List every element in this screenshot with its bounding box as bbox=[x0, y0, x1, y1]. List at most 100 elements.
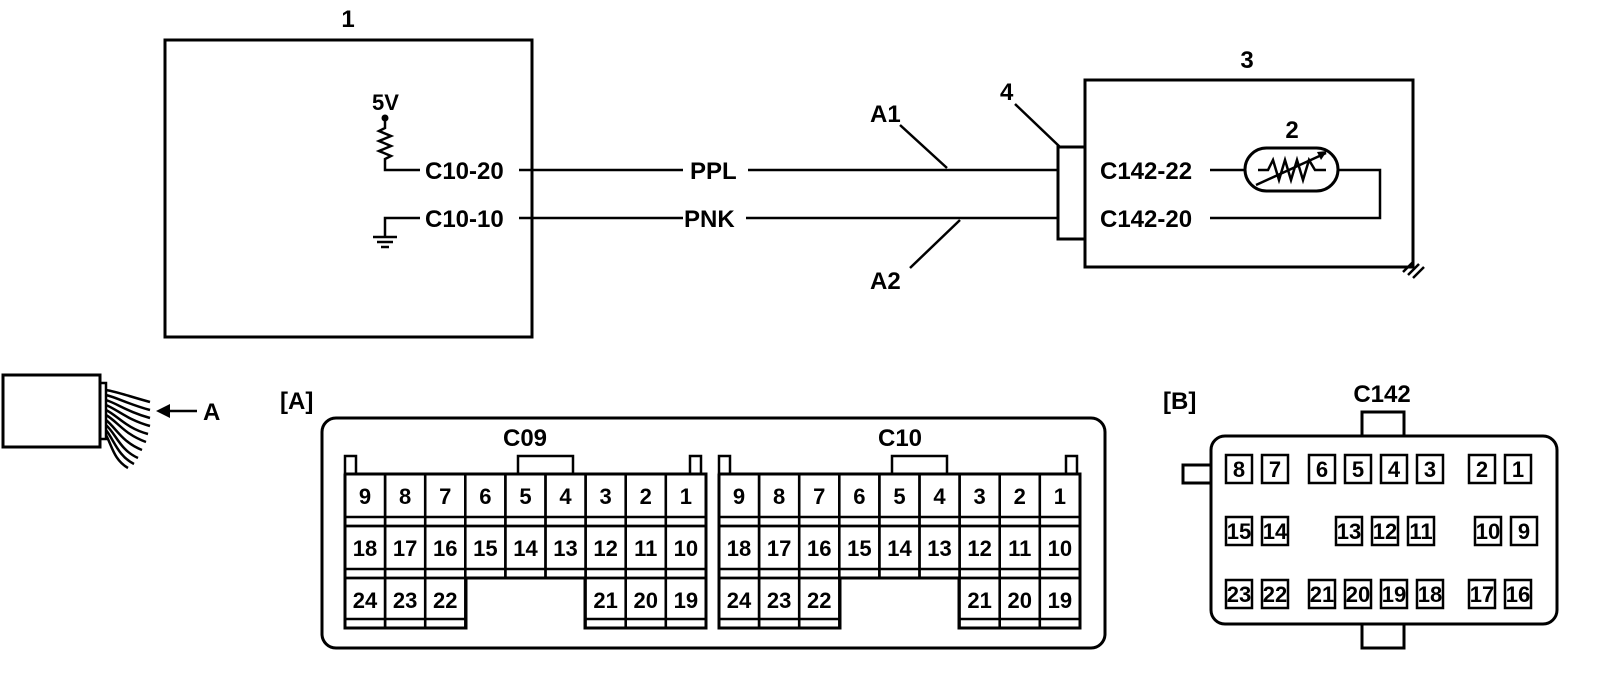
c10-pin-label: 16 bbox=[807, 536, 831, 561]
wire-bottom-label: A2 bbox=[870, 268, 901, 295]
c09-pin-label: 3 bbox=[600, 484, 612, 509]
c09-pin-label: 18 bbox=[353, 536, 377, 561]
schematic: 1 5V C10-20 C10-10 PPL PNK A1 A2 4 3 bbox=[163, 6, 1425, 339]
c142-cavity bbox=[1343, 578, 1373, 610]
c10-cavity bbox=[1038, 576, 1082, 630]
c09-pin-label: 17 bbox=[393, 536, 417, 561]
inline-connector bbox=[1056, 145, 1087, 241]
connector-c10-name: C10 bbox=[878, 425, 922, 452]
c10-pin-label: 21 bbox=[967, 588, 991, 613]
c142-pin-label: 2 bbox=[1476, 457, 1488, 482]
connector-a-label: [A] bbox=[280, 388, 313, 415]
c142-cavity bbox=[1343, 453, 1373, 485]
c142-pin-label: 7 bbox=[1269, 457, 1281, 482]
sensor-box bbox=[1083, 78, 1415, 269]
c10-pin-label: 7 bbox=[813, 484, 825, 509]
c142-cavity bbox=[1406, 515, 1436, 547]
c142-pin-label: 20 bbox=[1346, 582, 1370, 607]
c142-cavity bbox=[1224, 578, 1254, 610]
connector-c142-name: C142 bbox=[1353, 381, 1410, 408]
c09-pin-label: 9 bbox=[359, 484, 371, 509]
c09-pin-label: 22 bbox=[433, 588, 457, 613]
c142-cavity bbox=[1260, 453, 1290, 485]
c142-cavity bbox=[1379, 453, 1409, 485]
c10-pin-label: 3 bbox=[974, 484, 986, 509]
c10-pin-label: 11 bbox=[1008, 536, 1031, 561]
c142-cavity bbox=[1503, 453, 1533, 485]
c10-pin-label: 4 bbox=[933, 484, 946, 509]
c142-cavity bbox=[1307, 578, 1337, 610]
c142-pin-label: 10 bbox=[1476, 519, 1500, 544]
c142-cavity bbox=[1370, 515, 1400, 547]
c142-cavity bbox=[1473, 515, 1503, 547]
harness-connector-body bbox=[1, 373, 102, 449]
c10-pin-label: 20 bbox=[1008, 588, 1032, 613]
c10-pin-label: 1 bbox=[1054, 484, 1066, 509]
c142-pin-label: 5 bbox=[1352, 457, 1364, 482]
wire-top-label: A1 bbox=[870, 101, 901, 128]
c09-pin-label: 13 bbox=[553, 536, 577, 561]
sensor-return-loop bbox=[1210, 168, 1382, 220]
c142-pin-label: 16 bbox=[1506, 582, 1530, 607]
c09-cavity bbox=[664, 576, 708, 630]
pull-up-resistor-icon bbox=[375, 118, 420, 172]
component-number: 3 bbox=[1240, 47, 1253, 74]
c09-pin-label: 24 bbox=[353, 588, 378, 613]
ecu-box bbox=[163, 38, 534, 339]
chassis-ground-icon bbox=[1402, 261, 1425, 279]
c10-pin-label: 2 bbox=[1014, 484, 1026, 509]
arrow-icon bbox=[156, 404, 170, 418]
c142-cavity bbox=[1334, 515, 1364, 547]
c10-pin-label: 18 bbox=[727, 536, 751, 561]
c10-pin-label: 6 bbox=[853, 484, 865, 509]
c10-pin-label: 8 bbox=[773, 484, 785, 509]
ecu-number: 1 bbox=[341, 6, 354, 33]
ecu-pin-top: C10-20 bbox=[425, 158, 504, 185]
c142-cavity bbox=[1379, 578, 1409, 610]
c10-cavity bbox=[797, 576, 841, 630]
c09-pin-label: 4 bbox=[559, 484, 572, 509]
c10-pin-label: 13 bbox=[927, 536, 951, 561]
c142-cavity bbox=[1509, 515, 1539, 547]
c10-pin-label: 24 bbox=[727, 588, 752, 613]
c142-cavity bbox=[1307, 453, 1337, 485]
supply-voltage-label: 5V bbox=[372, 90, 399, 115]
connector-a-housing bbox=[320, 416, 1107, 650]
c09-pin-label: 14 bbox=[513, 536, 538, 561]
c142-cavity bbox=[1467, 453, 1497, 485]
c10-pin-label: 10 bbox=[1048, 536, 1072, 561]
c142-pin-label: 18 bbox=[1418, 582, 1442, 607]
ecu-pin-bottom: C10-10 bbox=[425, 206, 504, 233]
connector-c142-housing bbox=[1209, 434, 1559, 626]
wire-top-color: PPL bbox=[690, 158, 737, 185]
connector-number: 4 bbox=[1000, 79, 1014, 106]
c09-pin-label: 12 bbox=[593, 536, 617, 561]
harness-arrow-label: A bbox=[203, 399, 220, 426]
c09-pin-label: 15 bbox=[473, 536, 497, 561]
c09-pin-label: 10 bbox=[674, 536, 698, 561]
c09-pin-label: 20 bbox=[634, 588, 658, 613]
c142-pin-label: 11 bbox=[1409, 519, 1432, 544]
c142-pin-label: 12 bbox=[1373, 519, 1397, 544]
c142-pin-label: 15 bbox=[1227, 519, 1251, 544]
c142-pin-label: 19 bbox=[1382, 582, 1406, 607]
c09-pin-label: 21 bbox=[593, 588, 617, 613]
c10-pin-label: 5 bbox=[893, 484, 905, 509]
c10-pin-label: 23 bbox=[767, 588, 791, 613]
c142-cavity bbox=[1224, 515, 1254, 547]
c142-pin-label: 4 bbox=[1388, 457, 1401, 482]
c10-pin-label: 22 bbox=[807, 588, 831, 613]
c142-cavity bbox=[1503, 578, 1533, 610]
connector-c09-name: C09 bbox=[503, 425, 547, 452]
c142-pin-label: 1 bbox=[1512, 457, 1524, 482]
c09-pin-label: 11 bbox=[634, 536, 657, 561]
c142-pin-label: 3 bbox=[1424, 457, 1436, 482]
c142-cavity bbox=[1260, 515, 1290, 547]
c10-pin-label: 17 bbox=[767, 536, 791, 561]
harness-wires-icon bbox=[104, 388, 151, 470]
c10-pin-label: 12 bbox=[967, 536, 991, 561]
c10-pin-label: 14 bbox=[887, 536, 912, 561]
c142-pin-label: 14 bbox=[1263, 519, 1288, 544]
